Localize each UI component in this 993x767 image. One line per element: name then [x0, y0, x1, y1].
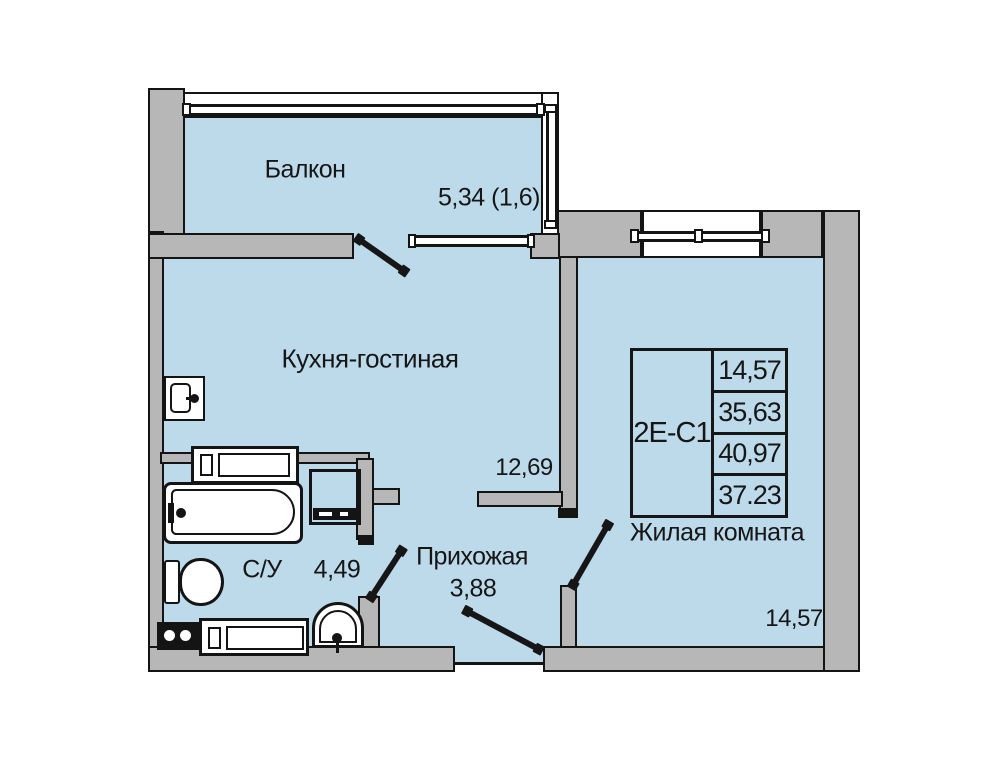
kitchen-sink-tap-icon — [190, 394, 199, 403]
kitchen-balcony-window-icon — [412, 235, 532, 247]
window-joint-icon — [694, 229, 703, 243]
spec-value-living-area: 35,63 — [711, 389, 788, 435]
kitchen-sink-tap-stem-icon — [186, 397, 192, 400]
entrance-threshold — [455, 646, 543, 665]
bathtub-basin-icon — [171, 489, 295, 535]
wall-top-living-right — [761, 210, 823, 258]
pedestal-sink-drain-icon — [332, 633, 342, 643]
window-joint-icon — [527, 234, 535, 248]
wall-bathroom-stub — [372, 488, 400, 505]
cabinet-icon — [191, 446, 299, 484]
window-joint-icon — [544, 220, 557, 229]
counter-top-icon — [226, 626, 304, 650]
door-frame-cap — [358, 535, 374, 545]
window-joint-icon — [408, 234, 416, 248]
washer-panel-detail-icon — [319, 512, 332, 516]
spec-value-total-area: 40,97 — [711, 431, 788, 477]
bathtub-faucet-icon — [168, 503, 174, 523]
counter-icon — [199, 618, 309, 656]
balcony-area: 5,34 (1,6) — [437, 183, 541, 212]
counter-door-icon — [208, 627, 221, 649]
toilet-tank-icon — [164, 560, 180, 604]
wall-bottom-right — [543, 646, 860, 672]
hallway-label: Прихожая — [416, 542, 528, 571]
wall-left-upper — [148, 88, 185, 259]
bathtub-faucet-knob-icon — [176, 508, 186, 518]
bathtub-icon — [163, 482, 303, 544]
balcony-floor — [183, 114, 545, 235]
washer-panel-icon — [313, 508, 357, 520]
wall-kitchen-living-divider — [559, 256, 578, 514]
toilet-bowl-icon — [179, 558, 224, 606]
balcony-window-icon — [186, 104, 544, 116]
spec-value-reduced-area: 37.23 — [711, 473, 788, 518]
living-room-label: Жилая комната — [629, 518, 805, 547]
window-joint-icon — [630, 229, 639, 243]
balcony-side-window-icon — [546, 112, 558, 226]
unit-spec-table: 2Е-С1 14,57 35,63 40,97 37.23 — [630, 348, 788, 518]
wall-living-door-post — [560, 585, 577, 648]
wall-hallway-stub — [477, 491, 563, 507]
door-frame-cap — [558, 508, 578, 518]
washer-icon — [309, 469, 361, 525]
pedestal-sink-icon — [312, 602, 364, 653]
wall-right — [823, 210, 860, 672]
kitchen-sink-icon — [164, 376, 205, 421]
window-joint-icon — [761, 229, 770, 243]
hob-burner-icon — [164, 630, 175, 641]
unit-code: 2Е-С1 — [630, 348, 714, 518]
bathroom-area: 4,49 — [313, 555, 361, 584]
bathroom-label: С/У — [242, 555, 282, 584]
window-joint-icon — [182, 103, 191, 116]
hob-burner-icon — [180, 630, 191, 641]
hallway-area: 3,88 — [449, 574, 497, 603]
kitchen-living-area: 12,69 — [495, 454, 553, 481]
spec-value-room-area: 14,57 — [711, 348, 788, 393]
pedestal-sink-stem-icon — [336, 641, 339, 653]
wall-top-living-left — [557, 210, 642, 258]
washer-panel-detail-icon — [340, 512, 348, 516]
hob-icon — [157, 622, 199, 650]
unit-spec-values: 14,57 35,63 40,97 37.23 — [711, 348, 788, 518]
cabinet-top-icon — [218, 453, 290, 477]
balcony-label: Балкон — [264, 155, 346, 184]
wall-kitchen-top-left — [148, 233, 354, 259]
living-room-area: 14,57 — [765, 605, 823, 632]
cabinet-door-icon — [200, 454, 213, 476]
kitchen-living-label: Кухня-гостиная — [281, 343, 459, 374]
window-joint-icon — [544, 104, 557, 113]
